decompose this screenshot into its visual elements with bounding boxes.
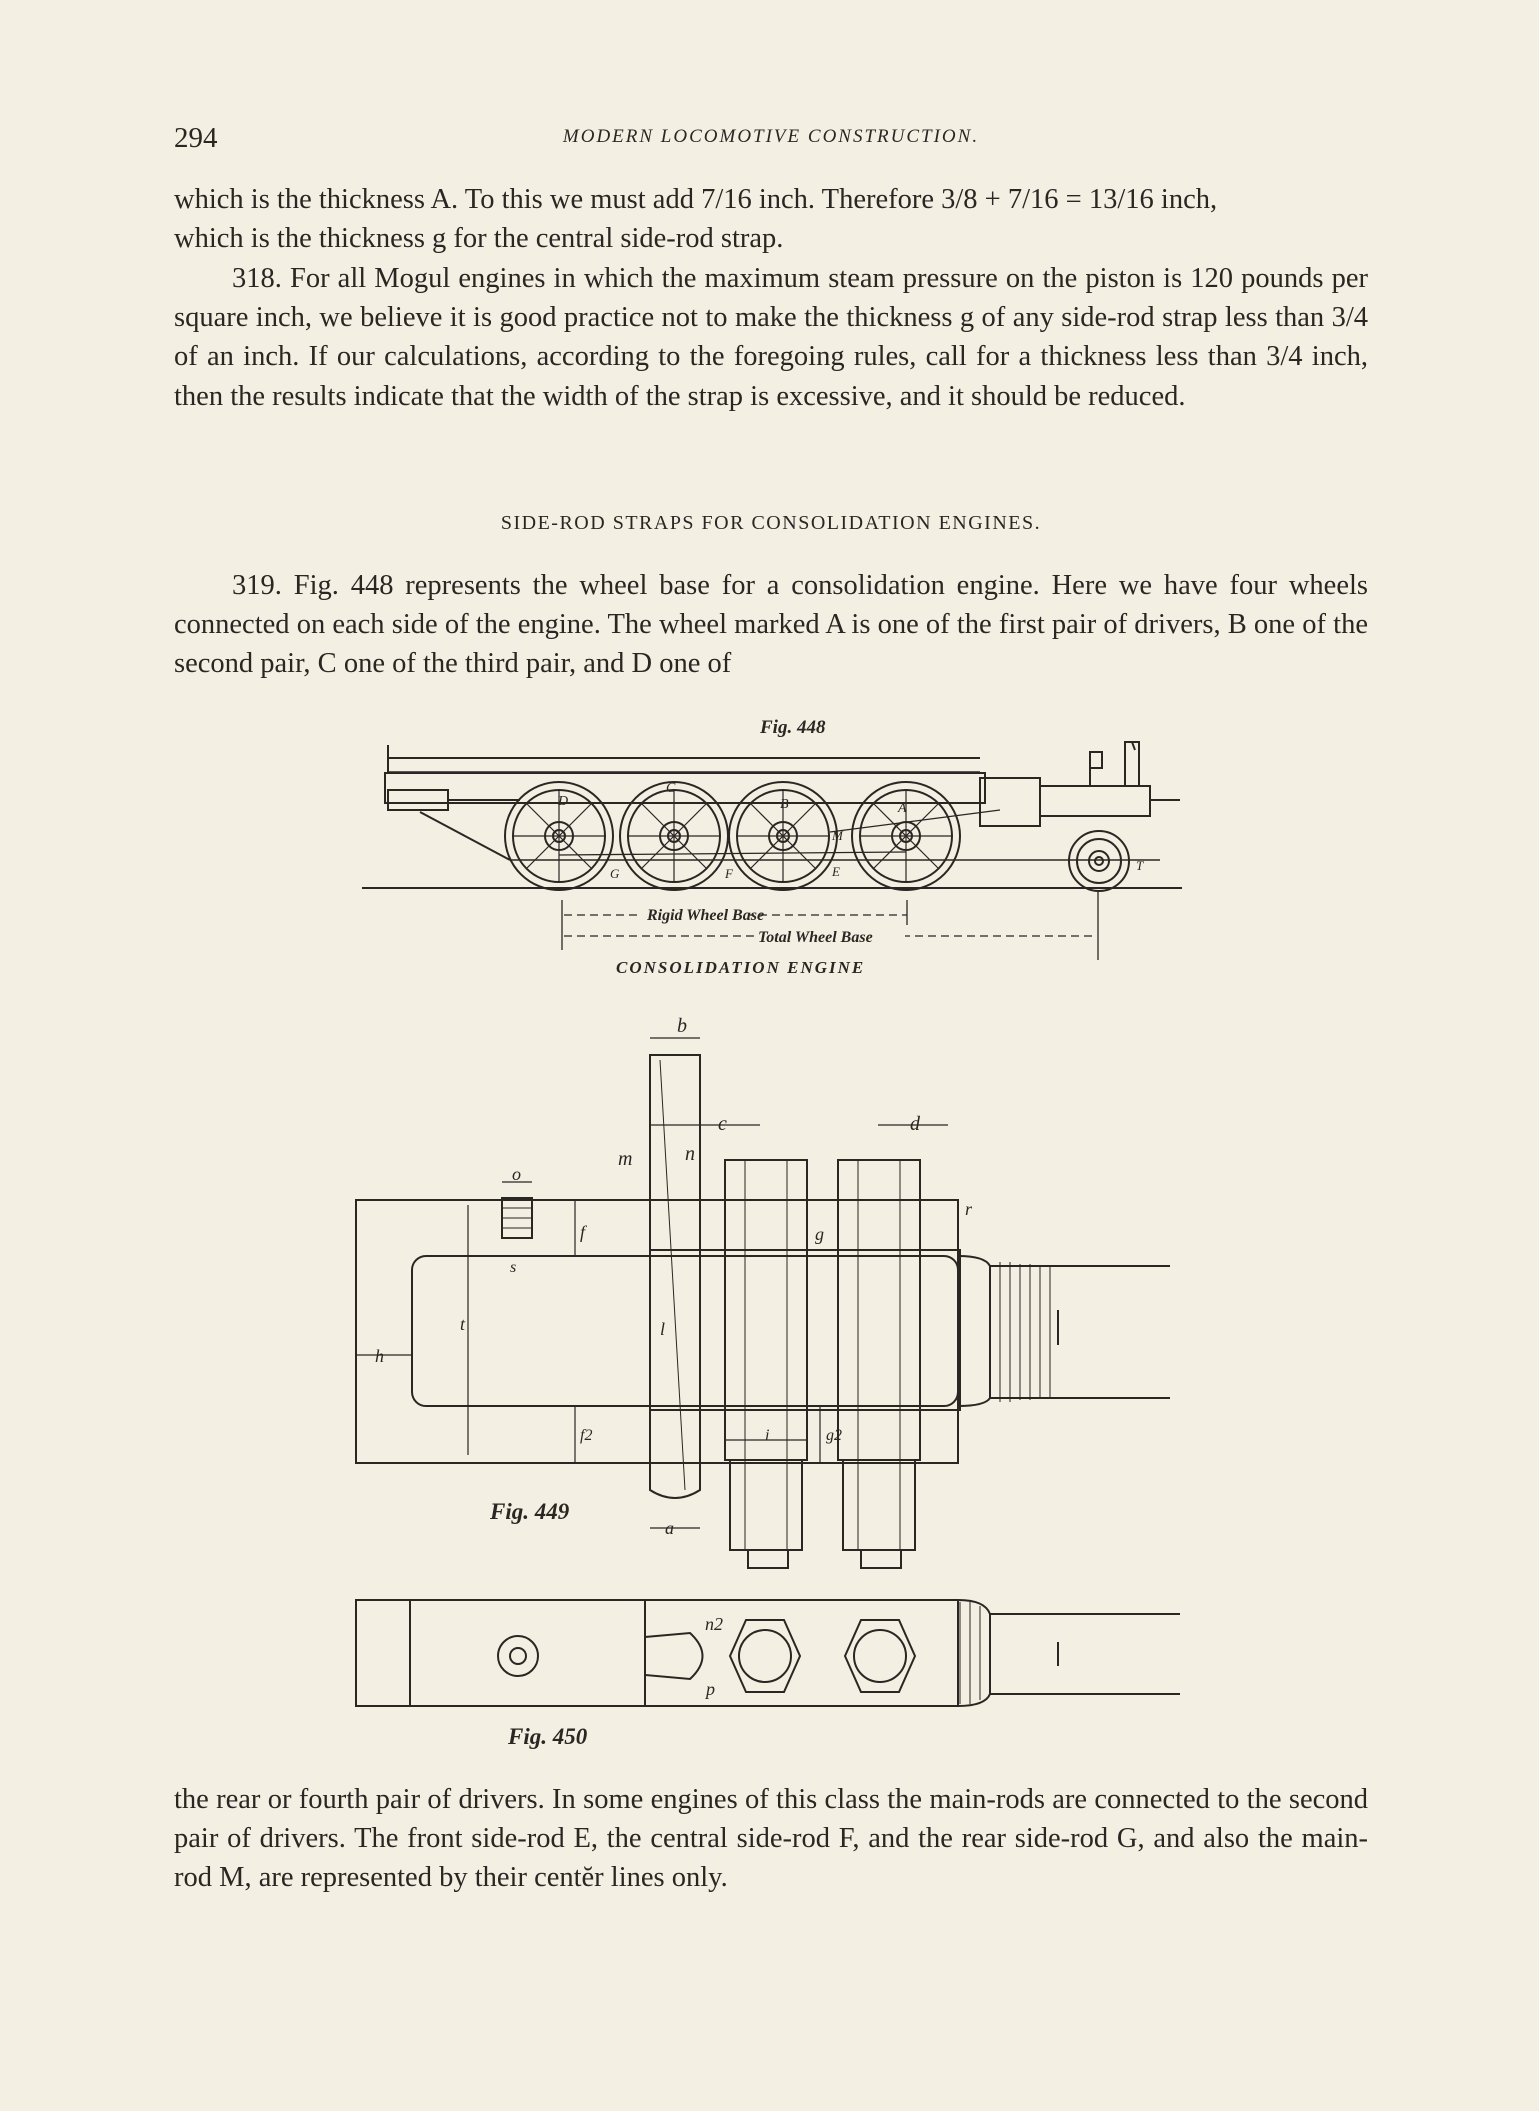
wheel-label: D: [557, 794, 568, 809]
paragraph-319: 319. Fig. 448 represents the wheel base …: [174, 566, 1368, 684]
wheel-label: C: [666, 781, 676, 796]
wheel-label: A: [897, 801, 907, 816]
fig-450-label: p: [704, 1679, 715, 1699]
dimension-label: m: [618, 1148, 632, 1170]
rod-label: G: [610, 866, 620, 881]
paragraph-line: which is the thickness A. To this we mus…: [174, 184, 1218, 215]
section-heading: SIDE-ROD STRAPS FOR CONSOLIDATION ENGINE…: [500, 512, 1042, 534]
dimension-label: i: [765, 1427, 769, 1444]
dimension-label: a: [665, 1518, 674, 1538]
dimension-label: n: [685, 1143, 695, 1165]
paragraph-line: which is the thickness g for the central…: [174, 223, 784, 255]
paragraph-text: 319. Fig. 448 represents the wheel base …: [174, 570, 1368, 680]
dimension-label: f: [580, 1222, 588, 1242]
running-title: MODERN LOCOMOTIVE CONSTRUCTION.: [562, 126, 980, 147]
dimension-label: g2: [826, 1427, 842, 1444]
dimension-label: t: [460, 1314, 466, 1334]
paragraph-text: 318. For all Mogul engines in which the …: [174, 263, 1368, 412]
rod-label: F: [724, 866, 734, 881]
dimension-label: f2: [580, 1427, 592, 1444]
paragraph-continuation-2: the rear or fourth pair of drivers. In s…: [174, 1780, 1368, 1898]
driver-wheels: D C B A: [504, 781, 961, 891]
paragraph-text: the rear or fourth pair of drivers. In s…: [174, 1784, 1368, 1894]
dimension-label: l: [660, 1319, 665, 1339]
rod-label: M: [831, 828, 844, 843]
dimension-label: b: [677, 1015, 687, 1037]
rod-label: E: [831, 864, 840, 879]
dimension-label: g: [815, 1224, 824, 1244]
fig-449-caption: Fig. 449: [489, 1499, 570, 1524]
main-rod-line: [829, 809, 1001, 833]
fig-450-caption: Fig. 450: [507, 1724, 588, 1749]
dimension-label: o: [512, 1164, 521, 1184]
paragraph-318: 318. For all Mogul engines in which the …: [174, 259, 1368, 416]
total-wheel-base-label: Total Wheel Base: [758, 929, 873, 946]
rigid-wheel-base-label: Rigid Wheel Base: [646, 907, 764, 924]
fig-449-strap-elevation: b c d m n o r s f g h t l i f2 g2 a Fig.…: [355, 1015, 1170, 1569]
page-number: 294: [174, 122, 218, 154]
dimension-label: h: [375, 1346, 384, 1366]
fig-450-label: n2: [705, 1614, 723, 1634]
paragraph-continuation: which is the thickness A. To this we mus…: [174, 180, 1368, 258]
fig-450-strap-plan: n2 p Fig. 450: [355, 1599, 1180, 1749]
dimension-label: d: [910, 1113, 921, 1135]
dimension-label: s: [510, 1259, 516, 1276]
dimension-label: c: [718, 1113, 727, 1135]
fig-448-locomotive: Fig. 448: [362, 717, 1182, 977]
fig-448-subtitle: CONSOLIDATION ENGINE: [616, 958, 865, 977]
running-head: 294 MODERN LOCOMOTIVE CONSTRUCTION.: [174, 122, 1368, 158]
truck-label: T: [1136, 858, 1144, 873]
fig-448-caption: Fig. 448: [759, 717, 826, 738]
dimension-label: r: [965, 1199, 973, 1219]
wheel-label: B: [780, 797, 789, 812]
